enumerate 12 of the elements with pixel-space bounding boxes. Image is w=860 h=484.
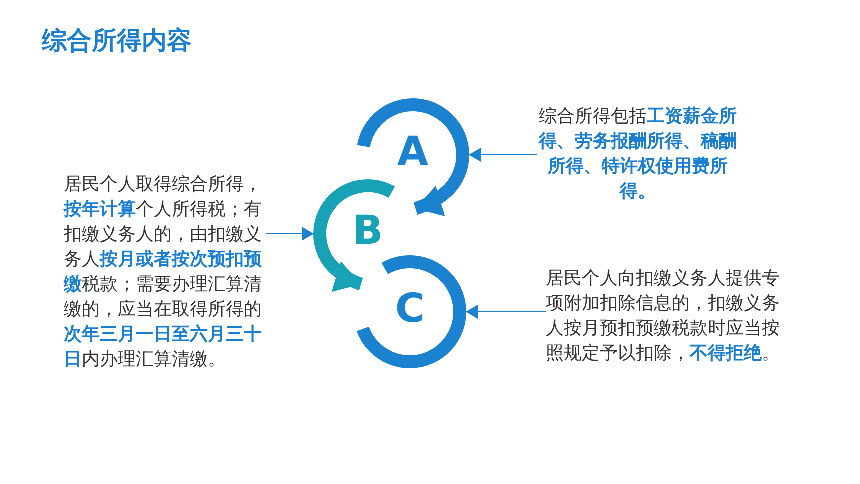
pointer-arrow — [468, 148, 538, 162]
text-paragraph: 综合所得包括工资薪金所得、劳务报酬所得、稿酬所得、特许权使用费所得。 — [537, 104, 739, 204]
curved-arrow — [332, 261, 364, 292]
curved-arrow — [414, 186, 450, 216]
letter-label: C — [394, 286, 426, 332]
letter-label: A — [396, 129, 430, 175]
text-paragraph: 居民个人向扣缴义务人提供专项附加扣除信息的，扣缴义务人按月预扣预缴税款时应当按照规定予以扣除，不得拒绝。 — [546, 266, 784, 366]
letter-label: B — [352, 208, 384, 254]
pointer-arrow — [266, 227, 314, 241]
pointer-arrow — [466, 305, 546, 319]
text-paragraph: 居民个人取得综合所得，按年计算个人所得税；有扣缴义务人的，由扣缴义务人按月或者按次预扣预缴税款；需要办理汇算清缴的，应当在取得所得的次年三月一日至六月三十日内办理汇算清缴。 — [64, 172, 266, 372]
title: 综合所得内容 — [42, 25, 192, 57]
